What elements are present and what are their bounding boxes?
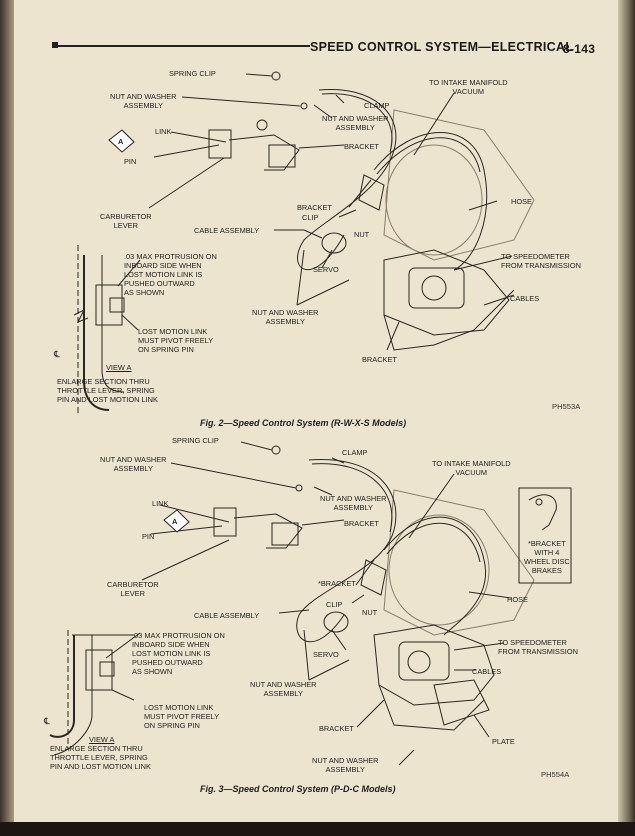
fig3-nut-washer-label-4: NUT AND WASHER ASSEMBLY [312,756,379,774]
fig2-a-marker-label: A [118,137,124,146]
figure-3-drawing [14,430,618,790]
fig2-carburetor-lever-label: CARBURETOR LEVER [100,212,152,230]
fig2-pin-label: PIN [124,157,137,166]
fig2-hose-label: HOSE [511,197,532,206]
view-a-marker-icon [108,129,135,153]
fig3-view-a-label: VIEW A [89,735,115,744]
scan-bottom-border [0,822,635,836]
fig3-speedometer-label: TO SPEEDOMETER FROM TRANSMISSION [498,638,578,656]
fig3-carburetor-lever-label: CARBURETOR LEVER [107,580,159,598]
fig3-cables-label: CABLES [472,667,502,676]
fig3-enlarge-note: ENLARGE SECTION THRU THROTTLE LEVER, SPR… [50,744,151,771]
fig3-a-marker-label: A [172,517,178,526]
fig3-nut-washer-label-1: NUT AND WASHER ASSEMBLY [100,455,167,473]
header-rule [54,45,310,47]
fig2-speedometer-label: TO SPEEDOMETER FROM TRANSMISSION [501,252,581,270]
fig3-protrusion-note: .03 MAX PROTRUSION ON INBOARD SIDE WHEN … [132,631,225,676]
fig3-nut-washer-label-3: NUT AND WASHER ASSEMBLY [250,680,317,698]
fig3-inset-bracket-label: *BRACKET WITH 4 WHEEL DISC BRAKES [524,539,570,575]
fig3-lost-motion-note: LOST MOTION LINK MUST PIVOT FREELY ON SP… [144,703,220,730]
page-number: 8-143 [563,42,596,56]
fig2-cable-assembly-label: CABLE ASSEMBLY [194,226,260,235]
fig3-intake-label: TO INTAKE MANIFOLD VACUUM [432,459,511,477]
fig2-link-label: LINK [155,127,172,136]
fig3-bracket-top-label: BRACKET [344,519,379,528]
fig3-bracket-bottom-label: BRACKET [319,724,354,733]
fig2-view-a-label: VIEW A [106,363,132,372]
fig3-servo-label: SERVO [313,650,339,659]
section-title: SPEED CONTROL SYSTEM—ELECTRICAL [310,40,574,54]
fig2-protrusion-note: .03 MAX PROTRUSION ON INBOARD SIDE WHEN … [124,252,217,297]
fig3-caption: Fig. 3—Speed Control System (P-D-C Model… [200,784,396,794]
fig3-spring-clip-label: SPRING CLIP [172,436,219,445]
fig3-centerline-label: ℄ [44,716,50,726]
fig3-nut-washer-label-2: NUT AND WASHER ASSEMBLY [320,494,387,512]
fig3-clip-label: CLIP [326,600,343,609]
fig2-bracket-bottom-label: BRACKET [362,355,397,364]
figure-2-drawing [14,60,618,420]
fig2-bracket-top-label: BRACKET [344,142,379,151]
fig2-centerline-label: ℄ [54,349,60,359]
fig2-clip-label: CLIP [302,213,319,222]
fig2-servo-label: SERVO [313,265,339,274]
fig2-lost-motion-note: LOST MOTION LINK MUST PIVOT FREELY ON SP… [138,327,214,354]
fig3-code: PH554A [541,770,570,779]
fig3-link-label: LINK [152,499,169,508]
fig3-clamp-label: CLAMP [342,448,368,457]
fig2-bracket-mid-label: BRACKET [297,203,332,212]
fig2-cables-label: CABLES [510,294,540,303]
fig3-bracket-star-label: *BRACKET [318,579,356,588]
fig2-intake-label: TO INTAKE MANIFOLD VACUUM [429,78,508,96]
fig2-spring-clip-label: SPRING CLIP [169,69,216,78]
view-a-marker-icon-fig3 [163,509,190,533]
fig3-nut-label: NUT [362,608,378,617]
fig2-nut-label: NUT [354,230,370,239]
header-bullet [52,42,58,48]
fig3-plate-label: PLATE [492,737,515,746]
fig3-cable-assembly-label: CABLE ASSEMBLY [194,611,260,620]
fig2-code: PH553A [552,402,581,411]
page-edge-shadow [618,0,635,836]
fig2-nut-washer-label-2: NUT AND WASHER ASSEMBLY [322,114,389,132]
fig2-clamp-label: CLAMP [364,101,390,110]
fig3-pin-label: PIN [142,532,155,541]
fig2-nut-washer-label-1: NUT AND WASHER ASSEMBLY [110,92,177,110]
fig2-enlarge-note: ENLARGE SECTION THRU THROTTLE LEVER, SPR… [57,377,158,404]
fig2-nut-washer-label-3: NUT AND WASHER ASSEMBLY [252,308,319,326]
fig2-caption: Fig. 2—Speed Control System (R-W-X-S Mod… [200,418,407,428]
fig3-hose-label: HOSE [507,595,528,604]
manual-page: SPEED CONTROL SYSTEM—ELECTRICAL 8-143 [14,0,618,822]
